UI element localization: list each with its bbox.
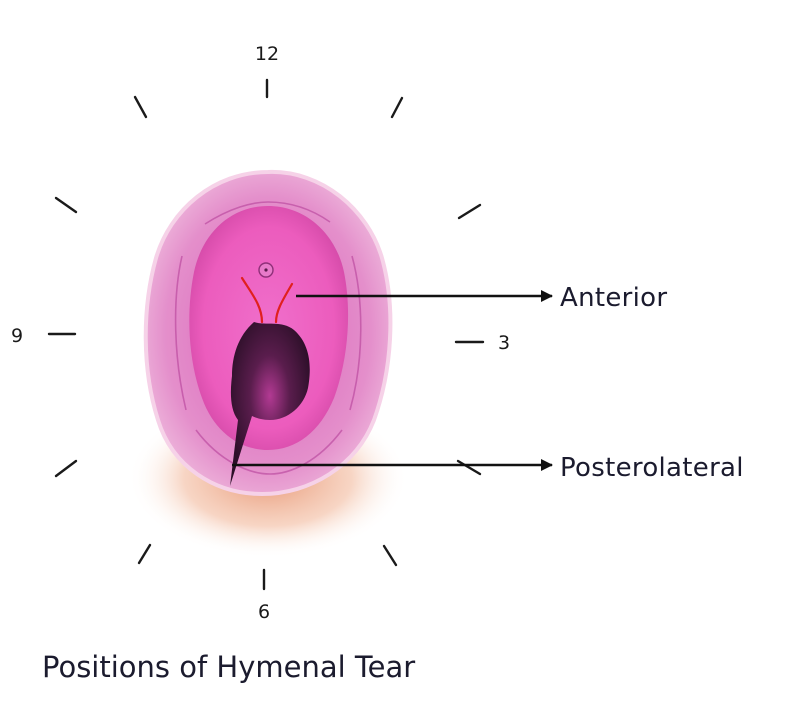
tick-11 xyxy=(133,95,148,119)
tick-7 xyxy=(137,543,152,565)
clock-number-12: 12 xyxy=(255,43,279,65)
posterolateral-tear xyxy=(230,322,310,486)
tick-1 xyxy=(390,96,404,119)
clock-number-6: 6 xyxy=(258,601,270,623)
tick-10 xyxy=(54,196,78,214)
clock-ticks xyxy=(47,78,485,591)
label-posterolateral: Posterolateral xyxy=(560,453,744,483)
tick-5 xyxy=(382,544,398,567)
diagram-caption: Positions of Hymenal Tear xyxy=(42,650,416,684)
tick-8 xyxy=(54,459,78,478)
anterior-lesion xyxy=(240,276,294,324)
tick-2 xyxy=(457,203,482,220)
urethral-opening-center xyxy=(264,268,268,272)
clock-number-9: 9 xyxy=(11,325,23,347)
clock-number-3: 3 xyxy=(498,332,510,354)
label-anterior: Anterior xyxy=(560,283,667,313)
tick-4 xyxy=(456,459,482,476)
